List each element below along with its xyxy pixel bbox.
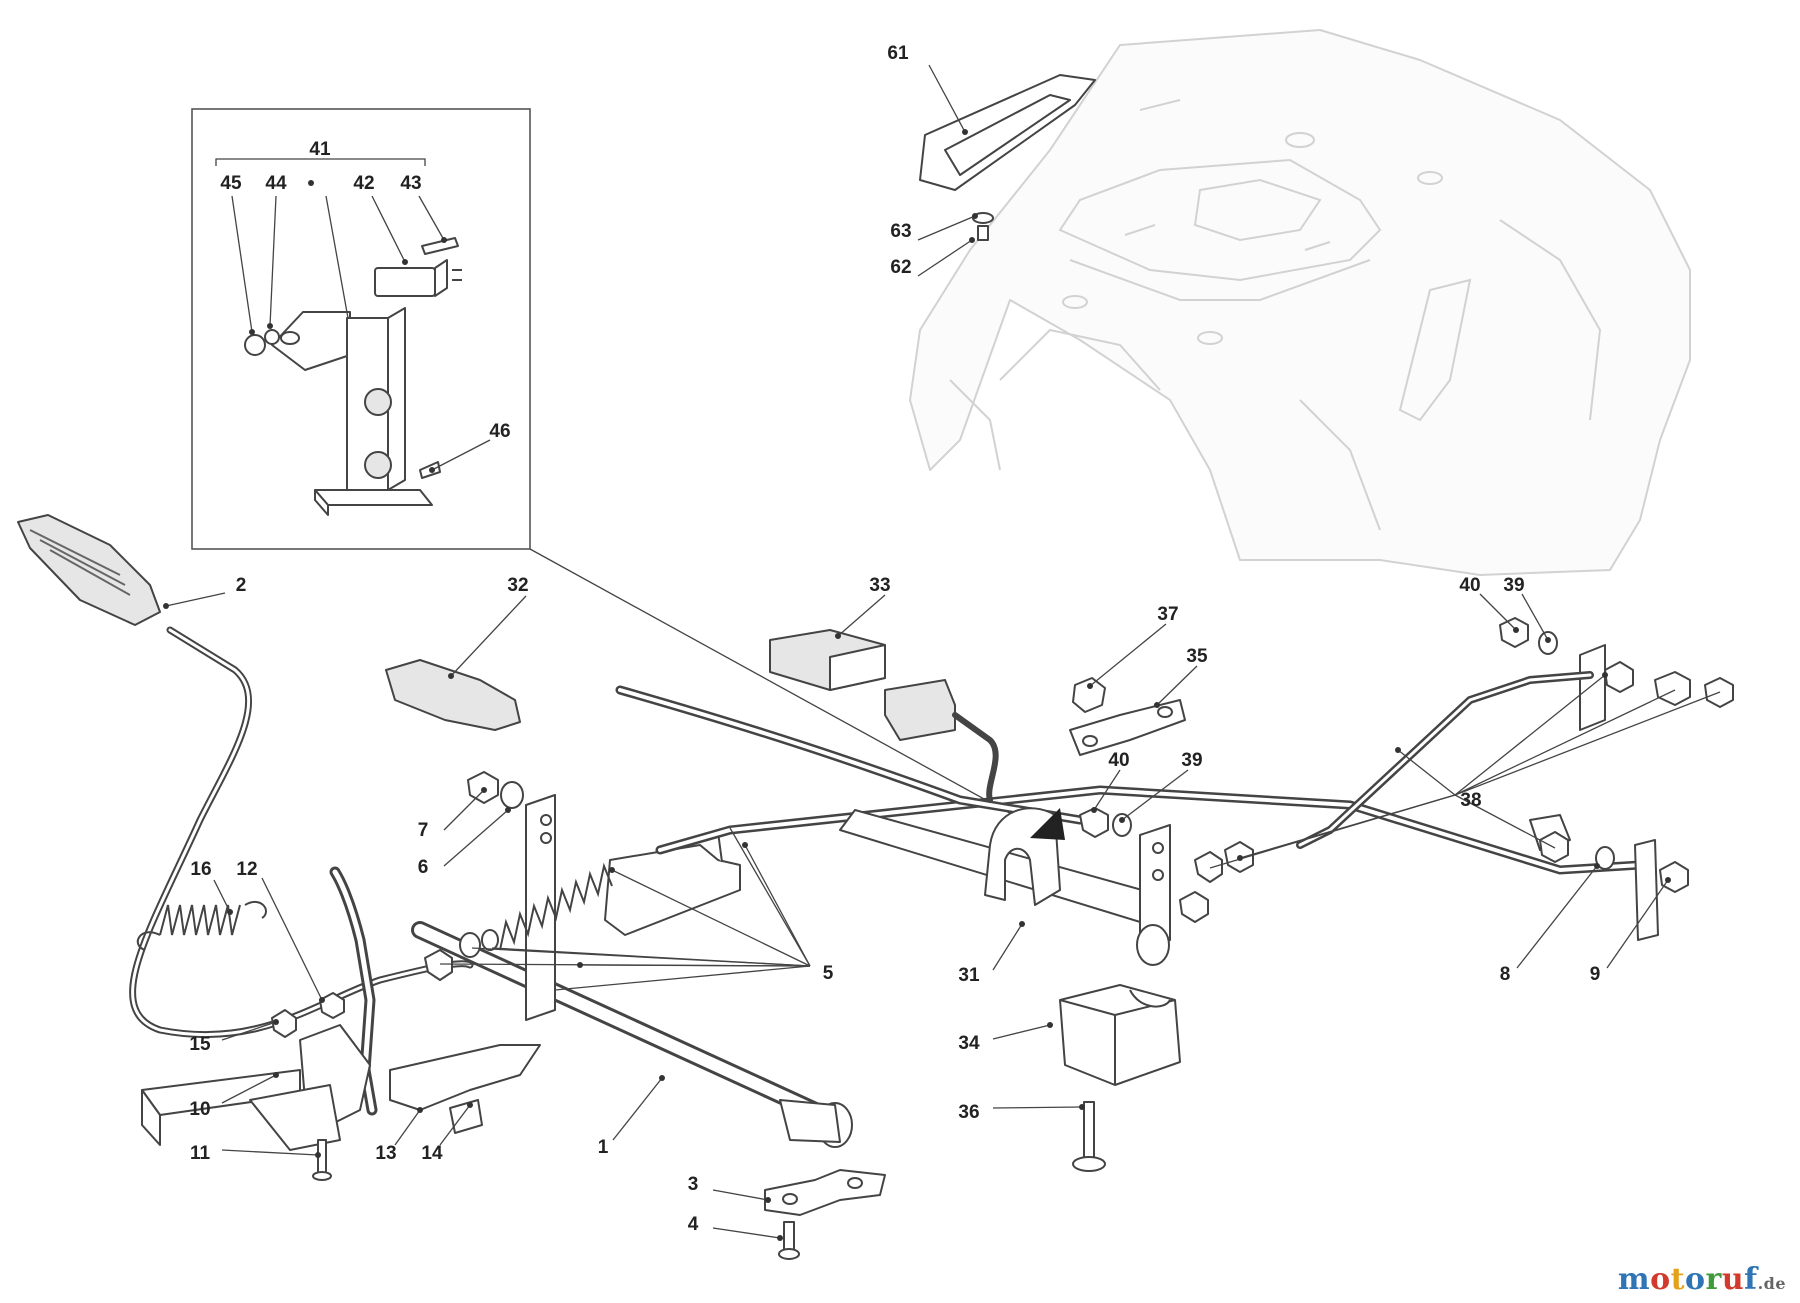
rear-body-housing-ghost [909, 29, 1691, 576]
callout-42: 42 [353, 173, 374, 194]
frame-bracket [141, 1069, 341, 1151]
compression-spring [499, 862, 613, 951]
callout-39-top: 39 [1503, 575, 1524, 596]
callout-14: 14 [421, 1143, 443, 1164]
leader-lines [163, 64, 1721, 1241]
callout-12: 12 [236, 859, 257, 880]
callout-31: 31 [958, 965, 980, 986]
callout-46: 46 [489, 421, 510, 442]
callout-4: 4 [688, 1214, 699, 1235]
shaft-clamp [764, 1169, 886, 1216]
callout-5: 5 [823, 963, 834, 984]
callout-61: 61 [887, 43, 909, 64]
clamp-35 [1069, 699, 1186, 756]
callout-37: 37 [1157, 604, 1178, 625]
cross-shaft [411, 921, 853, 1148]
callout-labels: 1 2 3 4 5 6 7 8 9 10 11 12 13 14 15 16 3… [189, 43, 1600, 1235]
callout-45: 45 [220, 173, 242, 194]
callout-40-mid: 40 [1108, 750, 1129, 771]
lever-grip-32 [385, 659, 521, 731]
bolt-4 [778, 1221, 800, 1260]
switch-inset-box [191, 108, 1056, 839]
callout-35: 35 [1186, 646, 1208, 667]
callout-34: 34 [958, 1033, 980, 1054]
watermark-suffix: .de [1757, 1274, 1786, 1293]
callout-15: 15 [189, 1034, 211, 1055]
callout-43: 43 [400, 173, 421, 194]
callout-39-mid: 39 [1181, 750, 1202, 771]
support-block-34 [1059, 984, 1181, 1086]
callout-38: 38 [1460, 790, 1481, 811]
nut-37 [1072, 677, 1106, 713]
callout-1: 1 [598, 1137, 609, 1158]
callout-3: 3 [688, 1174, 699, 1195]
guide-block-33 [769, 629, 999, 803]
callout-9: 9 [1590, 964, 1601, 985]
fasteners [271, 212, 1734, 1181]
watermark-letter: r [1705, 1262, 1722, 1297]
motoruf-watermark: motoruf.de [1618, 1262, 1786, 1297]
watermark-letter: m [1617, 1262, 1651, 1297]
callout-8: 8 [1500, 964, 1511, 985]
callout-11: 11 [190, 1143, 211, 1164]
brake-pedal-assembly [17, 514, 474, 1039]
callout-16: 16 [190, 859, 211, 880]
watermark-letter: f [1744, 1262, 1758, 1297]
bolt-36 [1072, 1101, 1106, 1172]
callout-63: 63 [890, 221, 911, 242]
return-spring [136, 900, 267, 951]
callout-36: 36 [958, 1102, 979, 1123]
callout-62: 62 [890, 257, 911, 278]
callout-44: 44 [265, 173, 287, 194]
callout-40-top: 40 [1459, 575, 1480, 596]
callout-10: 10 [189, 1099, 210, 1120]
watermark-letter: o [1685, 1262, 1706, 1297]
callout-41: 41 [309, 139, 331, 160]
lever-bracket [525, 685, 1645, 1021]
callout-6: 6 [418, 857, 429, 878]
callout-7: 7 [418, 820, 429, 841]
callout-33: 33 [869, 575, 890, 596]
watermark-letter: t [1670, 1262, 1686, 1297]
callout-13: 13 [375, 1143, 396, 1164]
switch-bracket [244, 237, 462, 516]
callout-32: 32 [507, 575, 528, 596]
watermark-letter: o [1650, 1262, 1671, 1297]
watermark-letter: u [1721, 1262, 1745, 1297]
callout-2: 2 [236, 575, 247, 596]
fender-insert-61 [919, 74, 1096, 191]
